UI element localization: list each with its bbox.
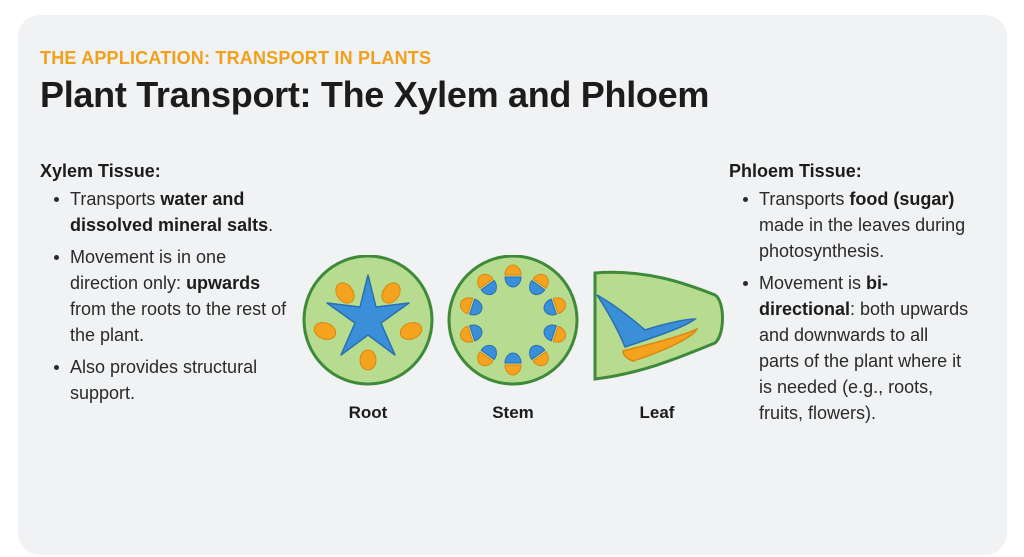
- stem-bundle-xylem: [504, 352, 522, 364]
- stem-bundle-phloem: [477, 351, 494, 367]
- section-eyebrow: THE APPLICATION: TRANSPORT IN PLANTS: [40, 48, 432, 68]
- root-label: Root: [348, 403, 388, 422]
- stem-bundle-phloem: [459, 297, 474, 315]
- cross-section-diagram: Root Stem Leaf: [285, 254, 745, 435]
- page-title: Plant Transport: The Xylem and Phloem: [40, 74, 710, 115]
- xylem-bullet-1: Transports water and dissolved mineral s…: [54, 186, 290, 238]
- phloem-bullet-1: Transports food (sugar) made in the leav…: [743, 186, 969, 264]
- stem-bundle: [477, 344, 497, 367]
- xylem-heading: Xylem Tissue:: [40, 161, 161, 181]
- stem-bundle-xylem: [480, 279, 497, 296]
- stem-bundle: [504, 352, 522, 376]
- phloem-column: Phloem Tissue: Transports food (sugar) m…: [729, 161, 969, 432]
- leaf-xylem-vein: [596, 294, 698, 348]
- phloem-heading: Phloem Tissue:: [729, 161, 862, 181]
- stem-label: Stem: [492, 403, 534, 422]
- stem-bundle-phloem: [477, 273, 494, 289]
- phloem-bullet-2: Movement is bi-directional: both upwards…: [743, 270, 969, 426]
- leaf-phloem-vein: [622, 327, 699, 362]
- stem-bundle-xylem: [469, 324, 483, 342]
- root-phloem-patches: [313, 282, 423, 371]
- stem-bundle-xylem: [480, 344, 497, 361]
- xylem-list: Transports water and dissolved mineral s…: [40, 186, 290, 406]
- stem-bundle-xylem: [543, 298, 557, 316]
- stem-bundle-phloem: [504, 364, 522, 376]
- stem-bundle-phloem: [552, 325, 567, 343]
- stem-bundle: [477, 273, 497, 296]
- stem-bundle: [504, 264, 522, 288]
- stem-bundle: [459, 297, 483, 316]
- xylem-bullet-2: Movement is in one direction only: upwar…: [54, 244, 290, 348]
- stem-bundle-xylem: [529, 344, 546, 361]
- stem-bundle-xylem: [469, 298, 483, 316]
- stem-bundle-phloem: [532, 351, 549, 367]
- stem-bundle-xylem: [504, 276, 522, 288]
- stem-bundle-xylem: [529, 279, 546, 296]
- root-cross-section: [302, 254, 434, 386]
- phloem-list: Transports food (sugar) made in the leav…: [729, 186, 969, 426]
- cross-section-svg: [302, 254, 724, 386]
- stem-bundle-phloem: [504, 264, 522, 276]
- stem-bundle-phloem: [532, 273, 549, 289]
- xylem-bullet-3: Also provides structural support.: [54, 354, 290, 406]
- stem-vascular-bundles: [459, 264, 567, 376]
- stem-bundle: [529, 273, 549, 296]
- stem-cross-section: [447, 254, 579, 386]
- stem-bundle: [529, 344, 549, 367]
- stem-bundle: [459, 324, 483, 343]
- xylem-column: Xylem Tissue: Transports water and disso…: [40, 161, 290, 412]
- root-xylem-star: [326, 274, 410, 356]
- stem-bundle-phloem: [459, 325, 474, 343]
- stem-bundle: [543, 324, 567, 343]
- leaf-cross-section: [593, 270, 724, 381]
- stem-bundle-phloem: [552, 297, 567, 315]
- leaf-label: Leaf: [639, 403, 675, 422]
- stem-bundle: [543, 297, 567, 316]
- stem-bundle-xylem: [543, 324, 557, 342]
